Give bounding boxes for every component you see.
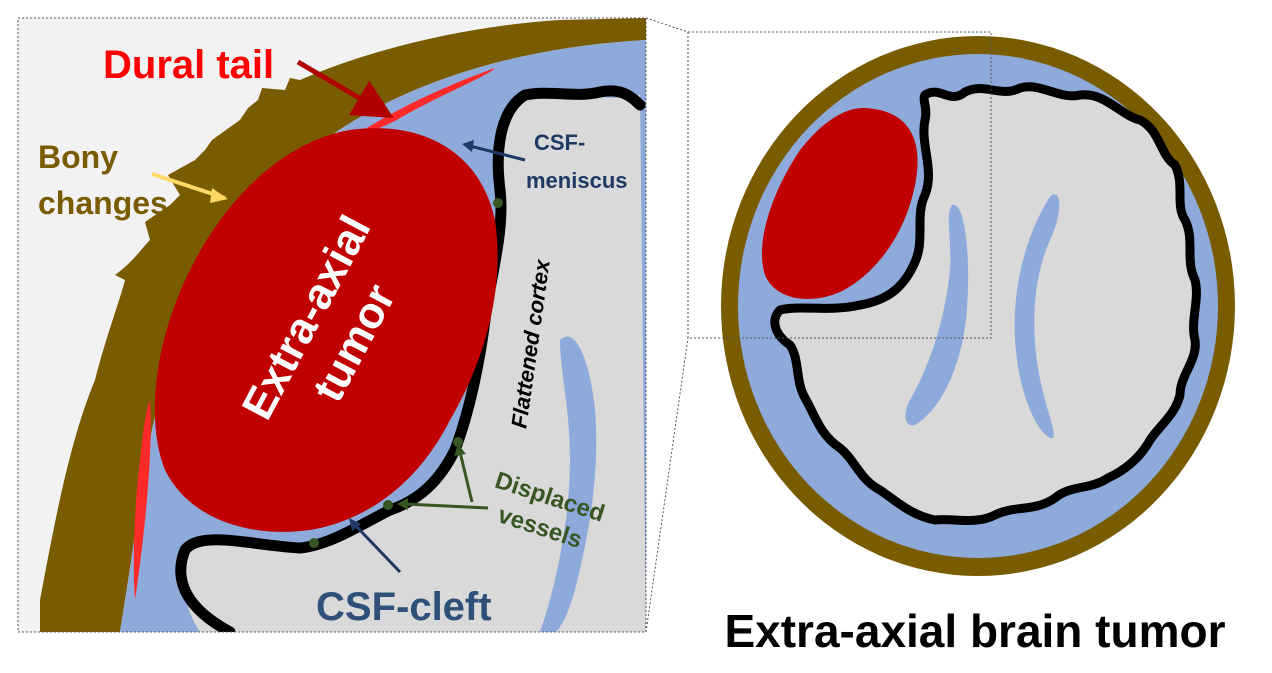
vessel-arrow-upper xyxy=(458,451,474,503)
dural-tail-arrow xyxy=(296,59,394,119)
brain-tissue xyxy=(183,92,646,632)
cortex-line xyxy=(175,85,646,632)
vessel-dot xyxy=(453,437,463,447)
dural-tail-lower xyxy=(133,400,151,600)
csf-cleft-label: CSF-cleft xyxy=(316,585,492,629)
csf-meniscus-label-1: CSF- xyxy=(534,130,585,155)
csf-meniscus-arrow xyxy=(469,144,526,162)
csf-meniscus-label-2: meniscus xyxy=(526,168,628,193)
csf-cleft-arrow xyxy=(353,523,402,574)
brain-outline xyxy=(770,82,1201,525)
zoom-connector-bottom xyxy=(645,337,689,633)
left-ventricle xyxy=(905,204,969,426)
figure-title: Extra-axial brain tumor xyxy=(724,605,1225,657)
csf-meniscus-arrowhead xyxy=(462,140,474,152)
vessel-dot xyxy=(383,500,393,510)
dural-tail-label: Dural tail xyxy=(103,43,274,87)
vessel-dot xyxy=(493,198,503,208)
csf-cleft-arrowhead xyxy=(349,518,361,531)
vessel-arrow-upper-head xyxy=(454,444,466,456)
vessel-dot xyxy=(309,538,319,548)
vessel-arrow-lower xyxy=(404,502,489,510)
ventricle xyxy=(540,336,597,632)
displaced-vessels-label: Displaced vessels xyxy=(492,467,608,554)
vessel-arrow-lower-head xyxy=(397,498,408,510)
bony-changes-label-2: changes xyxy=(38,185,168,221)
zoomed-panel xyxy=(18,18,646,632)
zoomed-panel-border xyxy=(17,17,647,633)
tumor xyxy=(154,128,498,532)
right-ventricle xyxy=(1014,194,1060,439)
dural-tail xyxy=(355,68,495,135)
zoom-region-box xyxy=(687,31,992,339)
skull xyxy=(40,18,646,632)
bony-changes-label-1: Bony xyxy=(38,139,118,175)
zoom-connector-top xyxy=(645,17,689,33)
bony-changes-arrowhead xyxy=(210,188,228,203)
full-brain xyxy=(687,31,1235,576)
tumor-small xyxy=(761,107,918,299)
